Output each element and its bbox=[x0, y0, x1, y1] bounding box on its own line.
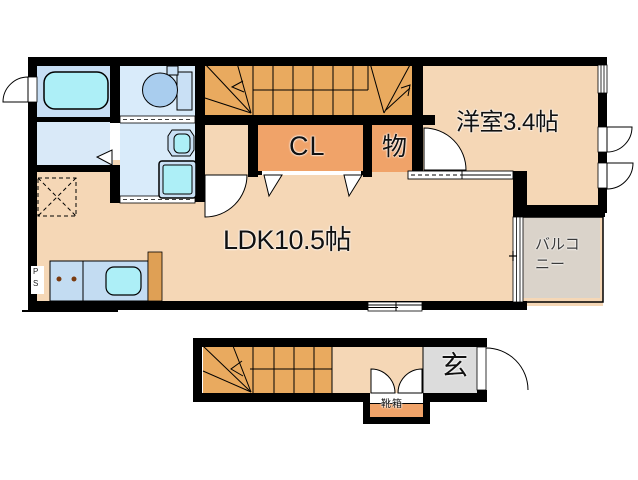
closet-label: CL bbox=[289, 131, 326, 161]
closet-door-marker bbox=[343, 174, 363, 198]
staircase-1f-treads bbox=[202, 345, 333, 393]
balcony-floor bbox=[522, 217, 600, 298]
front-door-swing bbox=[485, 347, 529, 391]
stair-arrow-head bbox=[230, 360, 244, 377]
closet-door-marker bbox=[263, 174, 283, 198]
floor-1-plan bbox=[193, 338, 529, 424]
stair-arrow-head bbox=[230, 80, 245, 93]
western-room-door-swing bbox=[423, 127, 467, 171]
window-swing bbox=[2, 76, 29, 103]
pipe-space bbox=[31, 266, 44, 294]
toilet-tank-icon bbox=[176, 71, 193, 111]
front-door bbox=[476, 346, 529, 391]
window-swing bbox=[606, 126, 633, 153]
ldk-door-swing bbox=[204, 174, 248, 218]
shoebox bbox=[363, 393, 430, 424]
toilet-icon bbox=[142, 72, 178, 108]
pipe-space-label: P S bbox=[33, 267, 39, 288]
stair-up-arrow bbox=[400, 84, 411, 97]
floor-2-plan bbox=[2, 57, 634, 312]
entrance-floor bbox=[423, 345, 477, 393]
storage-label: 物 bbox=[382, 133, 408, 161]
stove-icon bbox=[71, 276, 77, 282]
closet-floor bbox=[256, 122, 363, 172]
walls-1f bbox=[193, 338, 487, 402]
bathtub-icon bbox=[43, 71, 109, 110]
western-room-label: 洋室3.4帖 bbox=[456, 109, 559, 136]
stove-icon bbox=[56, 276, 62, 282]
storage-floor bbox=[372, 122, 412, 172]
ldk-label: LDK10.5帖 bbox=[223, 225, 352, 255]
dressing-room-floor bbox=[37, 122, 113, 172]
kitchen-sink-icon bbox=[105, 266, 142, 296]
windows-2f bbox=[2, 64, 634, 312]
window-swing bbox=[606, 162, 634, 190]
dressing-room-door-marker bbox=[95, 149, 113, 166]
doors-2f bbox=[95, 115, 514, 218]
entrance-inner-doors bbox=[370, 368, 423, 394]
shoebox-label: 靴箱 bbox=[381, 399, 403, 410]
entrance-label: 玄 bbox=[441, 351, 468, 381]
staircase-2f-treads bbox=[204, 62, 412, 115]
fixtures-2f bbox=[31, 65, 197, 302]
refrigerator-icon bbox=[147, 251, 163, 302]
utility-space-marker bbox=[37, 177, 77, 217]
balcony-label: バルコ ニー bbox=[535, 236, 580, 274]
